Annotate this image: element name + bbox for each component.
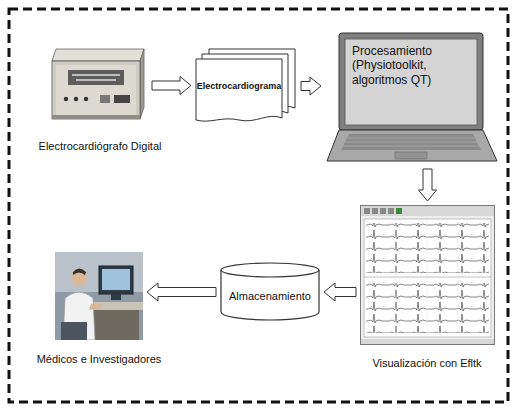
block-arrow bbox=[419, 169, 437, 201]
block-arrow bbox=[152, 77, 191, 95]
node-label: Electrocardiógrafo Digital bbox=[25, 140, 175, 153]
node-label: Médicos e Investigadores bbox=[29, 353, 169, 366]
users-node: Médicos e Investigadores bbox=[29, 252, 169, 372]
block-arrow bbox=[301, 77, 321, 95]
viewer-node: Visualización con Efltk bbox=[352, 205, 502, 380]
ecg-device-picture bbox=[48, 45, 148, 123]
block-arrow bbox=[147, 283, 216, 301]
storage-node: Almacenamiento bbox=[220, 262, 320, 322]
processing-node: Procesamiento (Physiotoolkit, algoritmos… bbox=[325, 30, 500, 165]
node-label: Electrocardiograma bbox=[196, 81, 282, 92]
device-node: Electrocardiógrafo Digital bbox=[25, 40, 175, 165]
document-node: Electrocardiograma bbox=[195, 48, 297, 124]
viewer-screenshot bbox=[360, 205, 495, 345]
node-label: Visualización con Efltk bbox=[352, 357, 502, 370]
node-label: Procesamiento (Physiotoolkit, algoritmos… bbox=[352, 44, 476, 87]
node-label: Almacenamiento bbox=[222, 290, 318, 303]
block-arrow bbox=[324, 283, 356, 301]
users-photo bbox=[55, 252, 143, 340]
